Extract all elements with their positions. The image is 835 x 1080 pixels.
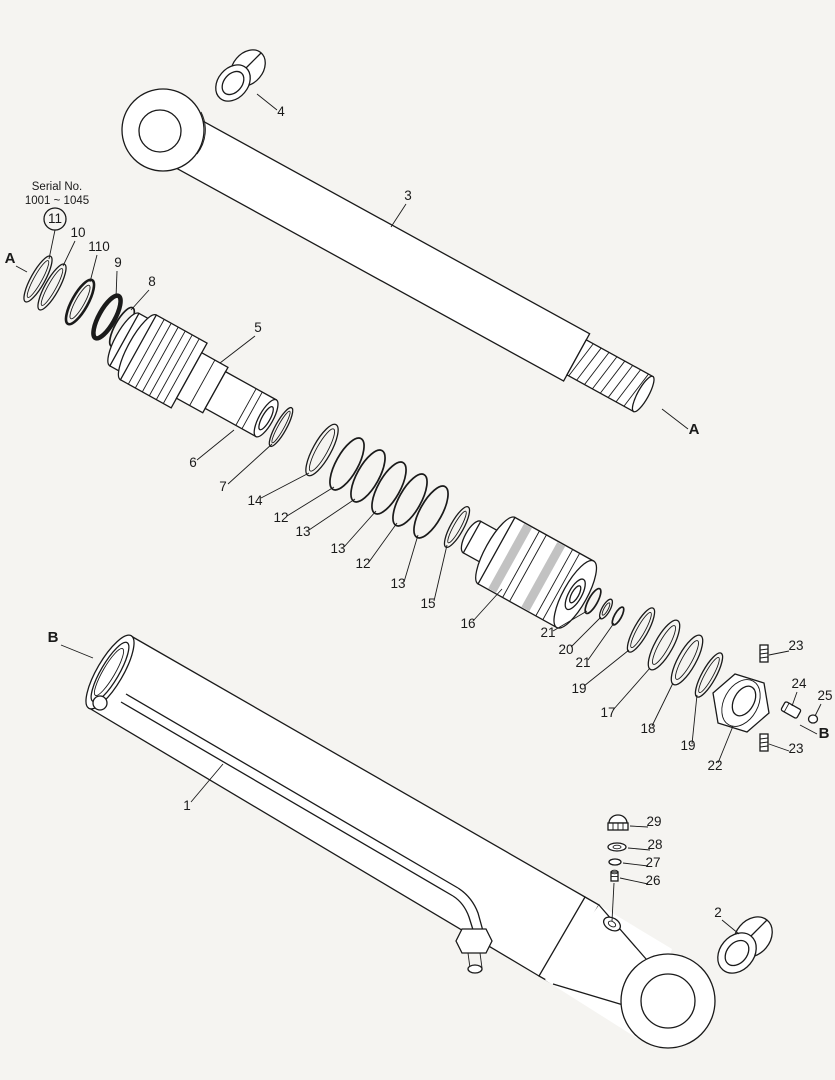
part-1-cylinder-tube [85, 634, 716, 1049]
callout-20: 20 [558, 642, 573, 657]
callout-12b: 12 [355, 556, 370, 571]
marker-a-right: A [689, 421, 700, 438]
part-18-wear-ring [670, 634, 704, 686]
callout-13a: 13 [295, 524, 310, 539]
part-11-backup-ring [23, 255, 53, 303]
part-17-wear-ring [647, 619, 681, 671]
callout-27: 27 [645, 855, 660, 870]
part-5-gland [107, 312, 279, 438]
callout-26: 26 [645, 873, 660, 888]
callout-22: 22 [707, 758, 722, 773]
part-25-ball [807, 714, 819, 724]
callout-23a: 23 [788, 638, 803, 653]
marker-a-left: A [5, 250, 16, 267]
part-3-piston-rod [121, 88, 655, 413]
callout-17: 17 [600, 705, 615, 720]
callout-6: 6 [189, 455, 197, 470]
callout-12a: 12 [273, 510, 288, 525]
part-19-ring-a [626, 607, 656, 653]
callout-13b: 13 [330, 541, 345, 556]
callout-3: 3 [404, 188, 412, 203]
callout-10: 10 [70, 225, 85, 240]
part-7-snap-ring [268, 406, 294, 448]
callout-1: 1 [183, 798, 191, 813]
part-9-seal-ring [91, 293, 123, 341]
part-14-ring [305, 423, 339, 477]
callout-18: 18 [640, 721, 655, 736]
cylinder-port [602, 916, 622, 932]
callout-9: 9 [114, 255, 122, 270]
callout-25: 25 [817, 688, 832, 703]
part-12-ring-b [392, 473, 428, 527]
callout-14: 14 [247, 493, 263, 508]
part-22-nut [712, 673, 770, 733]
part-10-seal-ring [37, 263, 67, 311]
callout-16: 16 [460, 616, 475, 631]
part-13-ring-a [350, 449, 386, 503]
part-15-ring [443, 505, 471, 549]
callout-23b: 23 [788, 741, 803, 756]
part-29-plug [607, 814, 629, 831]
part-16-piston [460, 516, 598, 629]
part-26-valve-core [610, 869, 619, 882]
part-21-seal-a [584, 587, 602, 615]
callout-5: 5 [254, 320, 262, 335]
callout-11-circled: 11 [48, 211, 62, 226]
callout-8: 8 [148, 274, 156, 289]
part-110-seal-ring [64, 278, 96, 326]
callout-7: 7 [219, 479, 227, 494]
callout-2: 2 [714, 905, 722, 920]
callout-19b: 19 [680, 738, 695, 753]
callout-labels: 4 3 10 110 9 8 A A 5 6 7 14 12 13 13 12 … [5, 104, 833, 920]
callout-24: 24 [791, 676, 807, 691]
part-2-bushing [717, 916, 773, 974]
callout-13c: 13 [390, 576, 405, 591]
callout-19a: 19 [571, 681, 586, 696]
part-12-ring-a [329, 437, 365, 491]
part-23-setscrew-bottom [759, 733, 769, 752]
callout-21b: 21 [575, 655, 590, 670]
callout-4: 4 [277, 104, 285, 119]
serial-note-line2: 1001 ~ 1045 [25, 195, 89, 207]
part-23-setscrew-top [759, 644, 769, 663]
part-24-pin [780, 701, 802, 719]
hydraulic-pipe [120, 693, 493, 974]
serial-note-line1: Serial No. [32, 181, 83, 193]
callout-110: 110 [88, 239, 110, 254]
callout-21a: 21 [540, 625, 555, 640]
part-28-washer [607, 842, 627, 852]
part-4-bushing [215, 49, 266, 102]
part-20-seal [598, 598, 614, 620]
leader-lines [15, 93, 822, 935]
marker-b-right: B [819, 725, 830, 742]
part-13-ring-b [371, 461, 407, 515]
part-27-seal-washer [608, 858, 622, 866]
callout-29: 29 [646, 814, 661, 829]
assembly-axis-line [611, 882, 615, 922]
marker-b-left: B [48, 629, 59, 646]
callout-28: 28 [647, 837, 662, 852]
callout-15: 15 [420, 596, 435, 611]
serial-note: Serial No. 1001 ~ 1045 [25, 181, 89, 231]
